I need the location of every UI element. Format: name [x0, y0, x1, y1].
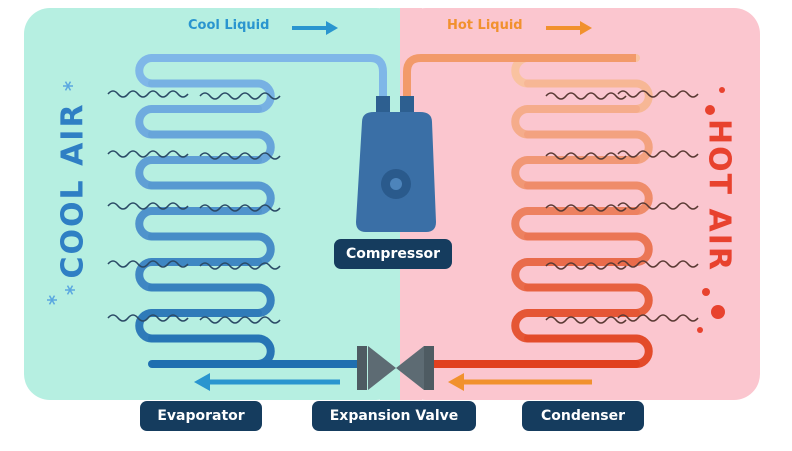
hot-liquid-label: Hot Liquid — [447, 18, 523, 33]
cool-liquid-label: Cool Liquid — [188, 18, 270, 33]
cool-air-wave — [107, 202, 189, 210]
cool-air-wave — [107, 260, 189, 268]
hot-air-wave — [617, 314, 699, 322]
heat-dot-icon — [705, 105, 715, 115]
expansion-valve-icon — [357, 346, 434, 390]
cool-air-wave — [107, 90, 189, 98]
hot-air-wave — [545, 204, 627, 212]
cool-air-wave — [107, 150, 189, 158]
compressor-unit — [356, 96, 436, 232]
hot-air-wave — [545, 152, 627, 160]
snowflake-icon — [65, 285, 75, 295]
compressor-label: Compressor — [334, 239, 452, 269]
heat-dot-icon — [719, 87, 725, 93]
cool-air-wave — [107, 314, 189, 322]
condenser-coil — [403, 54, 653, 368]
cool-air-wave — [199, 204, 281, 212]
evaporator-label: Evaporator — [140, 401, 262, 431]
hot-air-wave — [617, 260, 699, 268]
hot-flow-arrow-bottom — [448, 373, 592, 391]
expansion-valve-label: Expansion Valve — [312, 401, 476, 431]
condenser-label: Condenser — [522, 401, 644, 431]
hot-air-wave — [545, 262, 627, 270]
cool-flow-arrow-top — [292, 21, 338, 35]
cool-flow-arrow-bottom — [194, 373, 340, 391]
heat-dot-icon — [702, 288, 710, 296]
hot-air-wave — [545, 316, 627, 324]
cool-side-background — [24, 8, 402, 400]
cool-air-wave — [199, 262, 281, 270]
hot-flow-arrow-top — [546, 21, 592, 35]
hot-air-label: HOT AIR — [701, 119, 737, 272]
hot-air-wave — [545, 92, 627, 100]
heat-dot-icon — [711, 305, 725, 319]
hot-air-wave — [617, 202, 699, 210]
hot-air-wave — [617, 150, 699, 158]
cool-air-label: COOL AIR — [55, 102, 91, 279]
snowflake-icon — [63, 81, 73, 91]
cool-air-wave — [199, 152, 281, 160]
cool-air-wave — [199, 316, 281, 324]
hot-side-background — [400, 8, 760, 400]
snowflake-icon — [47, 295, 57, 305]
heat-dot-icon — [697, 327, 703, 333]
hot-air-wave — [617, 90, 699, 98]
compressor-fan-hub — [390, 178, 402, 190]
cool-air-wave — [199, 92, 281, 100]
